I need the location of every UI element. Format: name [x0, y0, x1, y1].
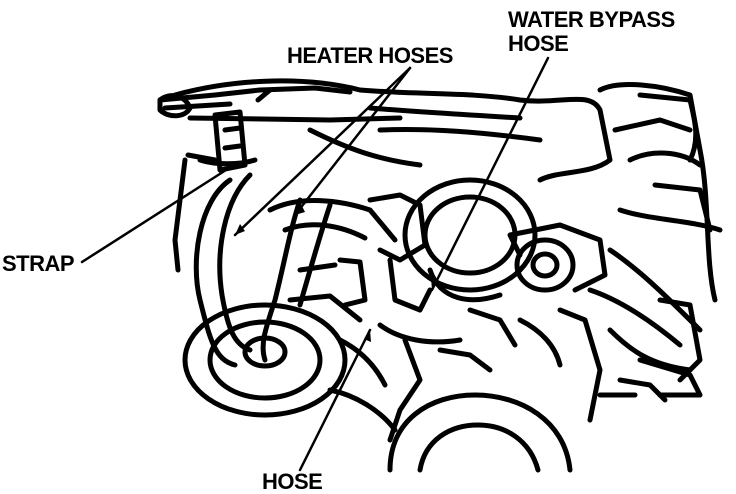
pulley-lower-center — [387, 392, 573, 473]
leader-heater-hoses-1 — [293, 66, 412, 217]
leader-hose — [298, 328, 372, 472]
valve-cover — [597, 82, 718, 303]
leader-water-bypass — [430, 56, 550, 292]
heater-hose-right — [260, 197, 303, 363]
intake-manifold — [172, 78, 613, 183]
throttle-body — [402, 177, 538, 293]
label-strap: STRAP — [2, 251, 75, 276]
label-water-bypass-line1: WATER BYPASS — [508, 7, 675, 32]
heater-hose-left — [193, 177, 238, 368]
leader-heater-hoses-2 — [233, 66, 412, 237]
label-water-bypass-line2: HOSE — [508, 31, 569, 56]
pulley-upper-right — [514, 237, 576, 293]
strap-bracket — [212, 109, 248, 173]
label-water-bypass-hose: WATER BYPASS HOSE — [508, 8, 675, 56]
pulley-lower-left — [182, 302, 348, 418]
leader-strap — [80, 168, 228, 264]
label-hose: HOSE — [262, 469, 323, 494]
label-heater-hoses: HEATER HOSES — [287, 43, 453, 68]
